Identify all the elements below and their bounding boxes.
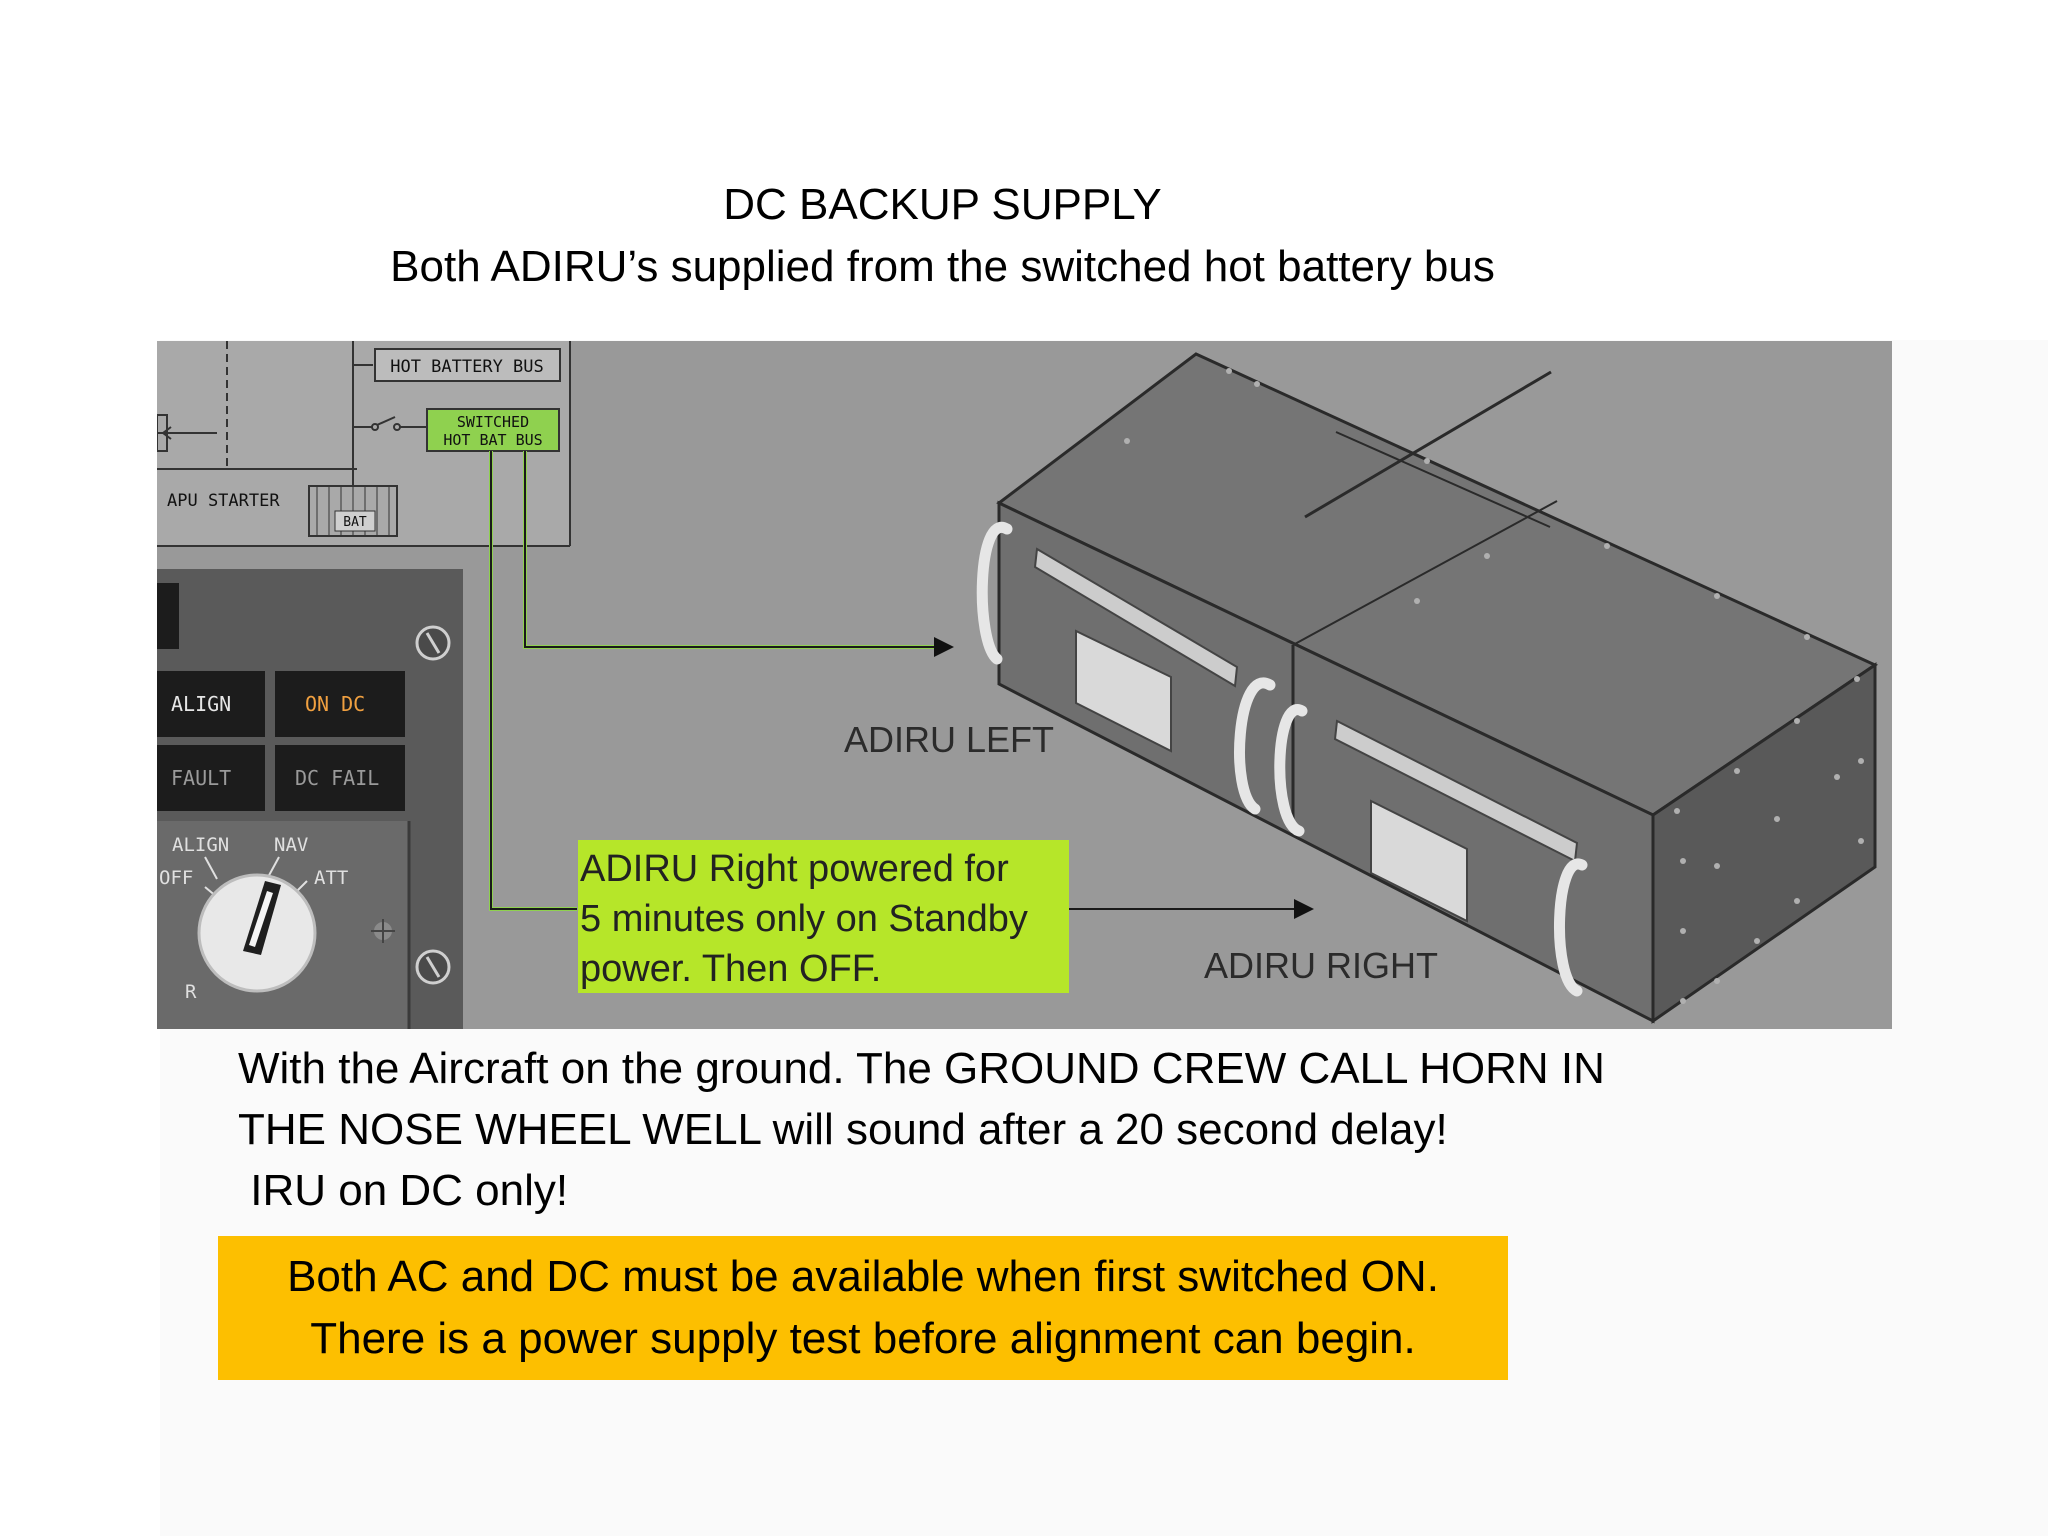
callout-line-2: There is a power supply test before alig… <box>310 1314 1416 1363</box>
hot-bat-bus-label: HOT BAT BUS <box>443 431 542 449</box>
mode-off-label: OFF <box>159 867 193 889</box>
mode-att-label: ATT <box>314 867 348 889</box>
on-dc-light: ON DC <box>305 692 365 716</box>
callout-line-1: Both AC and DC must be available when fi… <box>287 1252 1439 1301</box>
body-text: With the Aircraft on the ground. The GRO… <box>238 1038 1605 1221</box>
mode-selector-knob-icon <box>197 873 317 993</box>
apu-starter-label: APU STARTER <box>167 491 280 511</box>
callout-box: Both AC and DC must be available when fi… <box>218 1236 1508 1380</box>
adiru-right-label: ADIRU RIGHT <box>1204 945 1438 986</box>
switched-bus-label: SWITCHED <box>457 413 529 431</box>
note-line-1: ADIRU Right powered for <box>580 848 1009 890</box>
mode-align-label: ALIGN <box>172 834 229 856</box>
screw-icon <box>371 919 395 943</box>
slide-subtitle: Both ADIRU’s supplied from the switched … <box>390 242 1495 291</box>
note-line-3: power. Then OFF. <box>580 948 881 990</box>
align-light: ALIGN <box>171 692 231 716</box>
electrical-schematic: HOT BATTERY BUS SWITCHED HOT BAT BUS APU… <box>157 341 571 547</box>
mode-r-label: R <box>185 981 197 1003</box>
adiru-left-label: ADIRU LEFT <box>844 719 1054 760</box>
fault-light: FAULT <box>171 766 231 790</box>
body-line-1: With the Aircraft on the ground. The GRO… <box>238 1044 1605 1093</box>
adiru-diagram: HOT BATTERY BUS SWITCHED HOT BAT BUS APU… <box>157 341 1892 1029</box>
battery-icon: BAT <box>308 485 398 537</box>
slide-title: DC BACKUP SUPPLY <box>723 180 1162 229</box>
body-line-3: IRU on DC only! <box>238 1166 569 1215</box>
bat-label: BAT <box>343 515 367 530</box>
standby-power-note: ADIRU Right powered for 5 minutes only o… <box>578 840 1069 993</box>
dc-fail-light: DC FAIL <box>295 766 379 790</box>
hot-battery-bus-label: HOT BATTERY BUS <box>390 357 544 377</box>
ir-mode-panel: ALIGN ON DC FAULT DC FAIL ALIGN NAV OFF … <box>157 569 463 1029</box>
adiru-units <box>976 352 1879 1024</box>
note-line-2: 5 minutes only on Standby <box>580 898 1028 940</box>
supply-lines <box>489 451 1314 919</box>
body-line-2: THE NOSE WHEEL WELL will sound after a 2… <box>238 1105 1448 1154</box>
mode-nav-label: NAV <box>274 834 308 856</box>
